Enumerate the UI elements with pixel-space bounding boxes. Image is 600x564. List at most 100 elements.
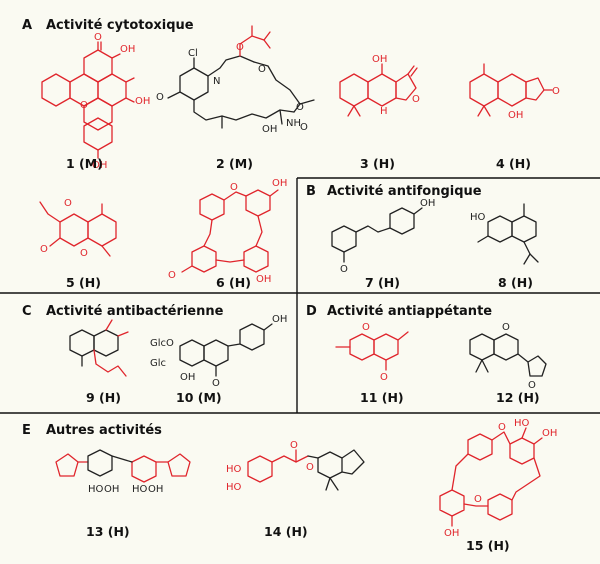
section-c-title: Activité antibactérienne bbox=[46, 304, 224, 319]
compound-5-label: 5 (H) bbox=[66, 275, 101, 290]
compound-4-atoms: O OH bbox=[508, 86, 560, 121]
compound-11-atoms: O O bbox=[362, 322, 388, 383]
svg-text:O: O bbox=[80, 100, 88, 111]
compound-8-label: 8 (H) bbox=[498, 275, 533, 290]
svg-text:O: O bbox=[230, 182, 238, 193]
svg-text:O: O bbox=[474, 494, 482, 505]
compound-13-label: 13 (H) bbox=[86, 524, 130, 539]
svg-text:O: O bbox=[94, 32, 102, 43]
compound-6-structure bbox=[181, 189, 279, 273]
svg-text:O: O bbox=[552, 86, 560, 97]
section-d-title: Activité antiappétante bbox=[327, 304, 492, 319]
svg-text:O: O bbox=[64, 198, 72, 209]
svg-text:O: O bbox=[258, 64, 266, 75]
svg-text:HO: HO bbox=[514, 418, 530, 429]
section-a-title: Activité cytotoxique bbox=[46, 18, 194, 33]
section-d-letter: D bbox=[306, 304, 317, 319]
svg-text:O: O bbox=[306, 462, 314, 473]
svg-text:N: N bbox=[213, 76, 220, 87]
compound-12-structure bbox=[469, 333, 547, 377]
svg-text:O: O bbox=[212, 378, 220, 389]
svg-text:H: H bbox=[380, 106, 388, 117]
compound-15-atoms: O HO OH O OH bbox=[444, 418, 557, 539]
svg-text:NH: NH bbox=[286, 118, 301, 129]
svg-text:OH: OH bbox=[508, 110, 523, 121]
section-dividers bbox=[0, 177, 600, 414]
compound-11-structure bbox=[335, 331, 409, 371]
compound-3-label: 3 (H) bbox=[360, 156, 395, 171]
compound-9-structure bbox=[69, 329, 119, 367]
svg-text:HO: HO bbox=[88, 484, 104, 495]
svg-text:O: O bbox=[168, 270, 176, 281]
svg-text:O: O bbox=[80, 248, 88, 259]
compound-1-atoms: O OH OH O OH bbox=[80, 32, 150, 171]
compound-2-label: 2 (M) bbox=[216, 156, 253, 171]
svg-text:OH: OH bbox=[135, 96, 150, 107]
compound-8-structure bbox=[477, 203, 539, 265]
compound-10-atoms: GlcO Glc OH O OH bbox=[150, 314, 287, 389]
svg-text:O: O bbox=[528, 380, 536, 391]
compound-9-label: 9 (H) bbox=[86, 390, 121, 405]
compound-4-structure bbox=[469, 63, 553, 117]
compound-8-atoms: HO bbox=[470, 212, 486, 223]
svg-text:Glc: Glc bbox=[150, 358, 166, 369]
svg-text:OH: OH bbox=[444, 528, 459, 539]
svg-text:OH: OH bbox=[104, 484, 119, 495]
section-e-title: Autres activités bbox=[46, 423, 162, 438]
compound-1-label: 1 (M) bbox=[66, 156, 103, 171]
compound-13-atoms: HO OH HO OH bbox=[88, 484, 163, 495]
svg-text:OH: OH bbox=[148, 484, 163, 495]
svg-text:O: O bbox=[498, 422, 506, 433]
compound-14-atoms: HO HO O O bbox=[226, 440, 314, 493]
svg-text:OH: OH bbox=[272, 178, 287, 189]
compound-10-label: 10 (M) bbox=[176, 390, 222, 405]
compound-4-label: 4 (H) bbox=[496, 156, 531, 171]
svg-text:OH: OH bbox=[180, 372, 195, 383]
svg-text:OH: OH bbox=[420, 198, 435, 209]
svg-text:OH: OH bbox=[272, 314, 287, 325]
section-b-letter: B bbox=[306, 184, 316, 199]
svg-text:HO: HO bbox=[226, 482, 242, 493]
compound-9-sidechain bbox=[93, 319, 129, 377]
compound-3-structure bbox=[339, 63, 418, 117]
svg-text:OH: OH bbox=[256, 274, 271, 285]
svg-text:O: O bbox=[300, 122, 308, 133]
compound-5-atoms: O O O bbox=[40, 198, 88, 259]
svg-text:O: O bbox=[502, 322, 510, 333]
compound-12-label: 12 (H) bbox=[496, 390, 540, 405]
svg-text:OH: OH bbox=[542, 428, 557, 439]
svg-text:GlcO: GlcO bbox=[150, 338, 174, 349]
svg-text:OH: OH bbox=[262, 124, 277, 135]
svg-text:O: O bbox=[156, 92, 164, 103]
compound-5-structure bbox=[39, 201, 117, 257]
svg-text:HO: HO bbox=[226, 464, 242, 475]
section-b-title: Activité antifongique bbox=[327, 184, 482, 199]
compound-2-structure bbox=[167, 55, 315, 129]
svg-text:HO: HO bbox=[470, 212, 486, 223]
compound-14-structure bbox=[247, 449, 365, 491]
compound-1-structure bbox=[41, 41, 135, 159]
compound-15-label: 15 (H) bbox=[466, 538, 510, 553]
compound-15-structure bbox=[439, 427, 543, 527]
svg-text:O: O bbox=[40, 244, 48, 255]
compound-7-atoms: OH O bbox=[340, 198, 435, 275]
compound-3-atoms: OH O H bbox=[372, 54, 420, 117]
svg-text:HO: HO bbox=[132, 484, 148, 495]
svg-text:Cl: Cl bbox=[188, 48, 198, 59]
section-a-letter: A bbox=[22, 18, 32, 33]
section-c-letter: C bbox=[22, 304, 32, 319]
svg-text:OH: OH bbox=[372, 54, 387, 65]
compound-7-structure bbox=[331, 207, 423, 263]
svg-text:O: O bbox=[340, 264, 348, 275]
compound-13-structure bbox=[55, 449, 191, 483]
compound-10-structure bbox=[179, 323, 273, 377]
svg-text:O: O bbox=[412, 94, 420, 105]
svg-text:O: O bbox=[236, 42, 244, 53]
compound-12-atoms: O O bbox=[502, 322, 536, 391]
svg-text:O: O bbox=[380, 372, 388, 383]
svg-text:OH: OH bbox=[120, 44, 135, 55]
compound-6-label: 6 (H) bbox=[216, 275, 251, 290]
compound-7-label: 7 (H) bbox=[365, 275, 400, 290]
compound-14-label: 14 (H) bbox=[264, 524, 308, 539]
